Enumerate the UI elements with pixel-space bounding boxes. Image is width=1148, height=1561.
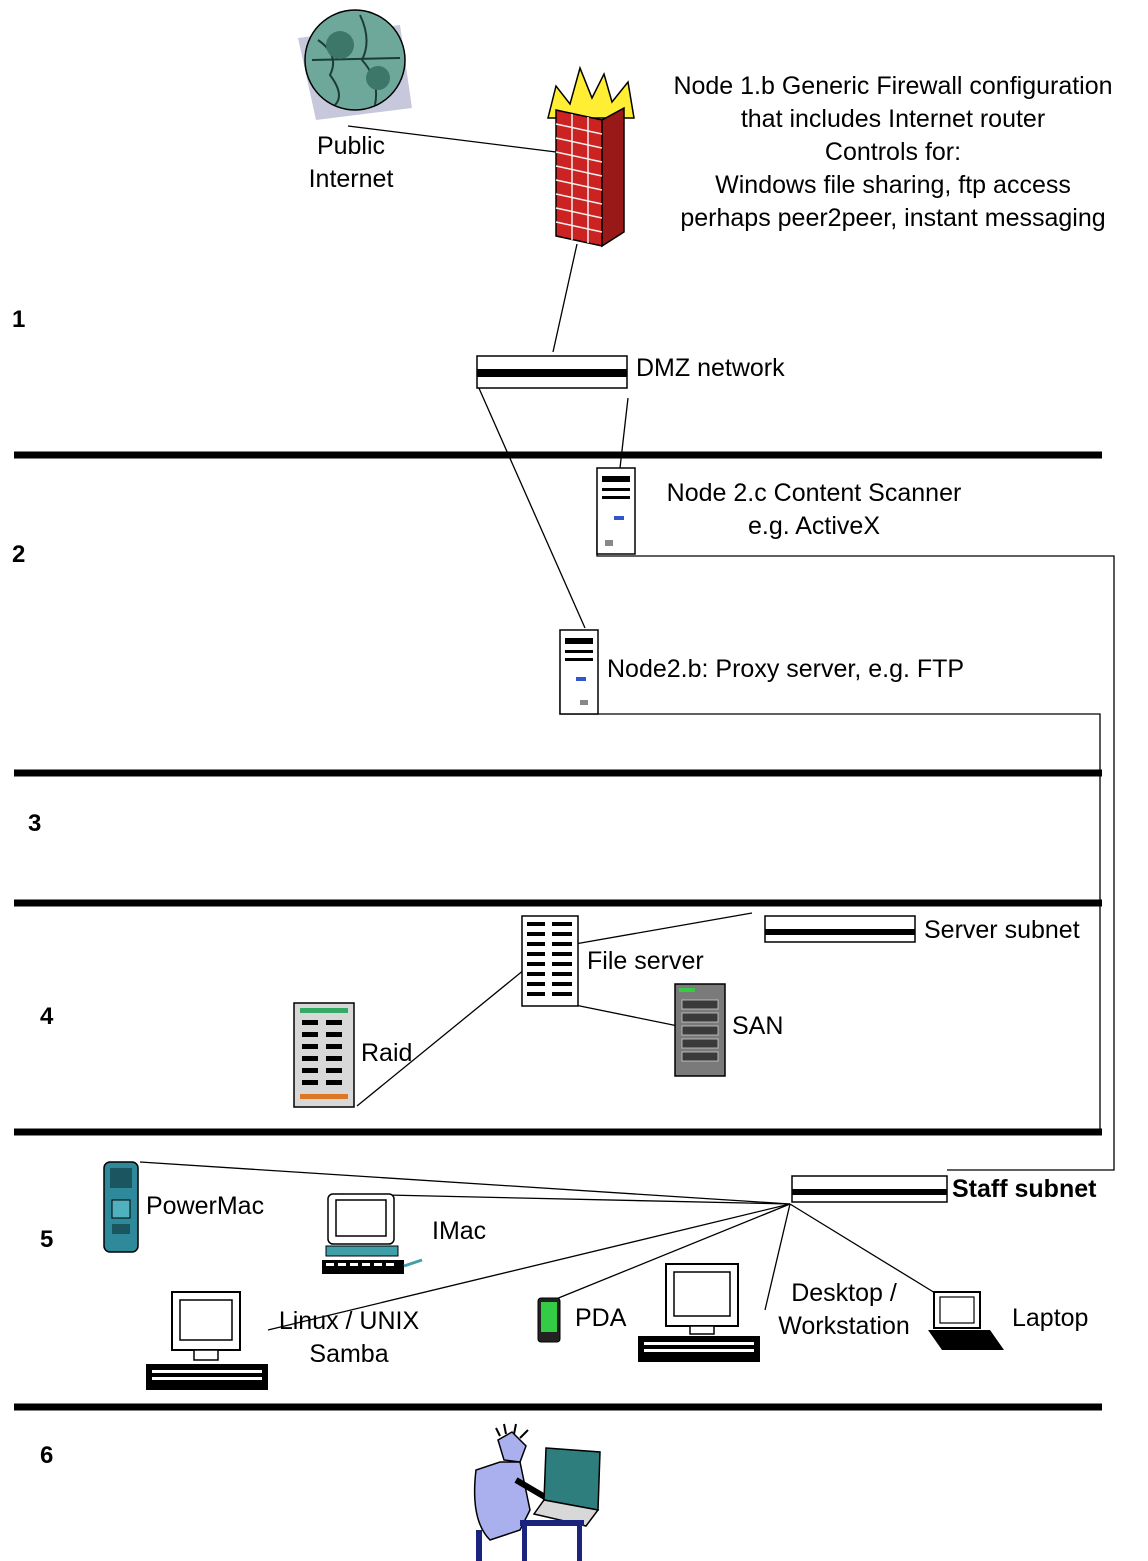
internet-label-line2: Internet (308, 165, 394, 193)
desktop-icon (638, 1263, 760, 1362)
pda-icon (537, 1297, 561, 1343)
zone-separators (14, 451, 1102, 1411)
laptop-label: Laptop (1012, 1304, 1089, 1332)
dmz-network-label: DMZ network (636, 354, 785, 382)
content-scanner-line2: e.g. ActiveX (747, 512, 881, 540)
desktop-label: Desktop / Workstation (764, 1277, 924, 1343)
user-at-computer-icon (473, 1423, 601, 1561)
link-fileserver-raid (356, 964, 531, 1107)
content-scanner-line1: Node 2.c Content Scanner (666, 479, 962, 507)
link-staff-laptop (789, 1203, 941, 1297)
proxy-server-icon (559, 629, 599, 715)
laptop-icon (928, 1291, 1004, 1350)
firewall-line5: perhaps peer2peer, instant messaging (680, 204, 1106, 232)
san-icon (674, 983, 726, 1077)
powermac-label: PowerMac (146, 1192, 265, 1220)
internet-label-line1: Public (316, 132, 386, 160)
zone-number-3: 3 (28, 810, 42, 837)
firewall-line3: Controls for: (824, 138, 962, 166)
desktop-label-line2: Workstation (778, 1312, 910, 1340)
network-bar-staff-subnet (791, 1175, 948, 1203)
link-staff-desktop (764, 1203, 791, 1311)
globe-icon (298, 9, 412, 120)
desktop-label-line1: Desktop / (791, 1279, 897, 1307)
internet-label: Public Internet (295, 130, 407, 196)
content-scanner-server-icon (596, 467, 636, 555)
file-server-icon (521, 915, 579, 1007)
network-bar-server-subnet (764, 915, 916, 943)
link-firewall-dmz (552, 243, 578, 353)
link-staff-linux (267, 1203, 791, 1331)
link-dmz-scanner (619, 397, 629, 469)
firewall-description: Node 1.b Generic Firewall configuration … (642, 70, 1144, 235)
link-staff-powermac (139, 1161, 791, 1205)
link-internet-firewall (347, 125, 557, 153)
proxy-server-label: Node2.b: Proxy server, e.g. FTP (607, 655, 965, 683)
link-staff-imac (339, 1193, 791, 1205)
link-dmz-proxy (477, 385, 586, 629)
firewall-line4: Windows file sharing, ftp access (715, 171, 1071, 199)
link-fileserver-subnet (574, 912, 753, 945)
zone-number-5: 5 (40, 1226, 54, 1253)
linux-label-line2: Samba (309, 1340, 389, 1368)
firewall-icon (547, 65, 635, 248)
powermac-icon (103, 1161, 139, 1253)
imac-label: IMac (432, 1217, 487, 1245)
staff-subnet-label: Staff subnet (952, 1175, 1097, 1203)
content-scanner-label: Node 2.c Content Scanner e.g. ActiveX (644, 477, 984, 543)
zone-number-6: 6 (40, 1442, 54, 1469)
connections (139, 125, 1115, 1331)
raid-label: Raid (361, 1039, 413, 1067)
link-fileserver-san (574, 1004, 679, 1027)
linux-workstation-icon (146, 1291, 268, 1390)
zone-number-4: 4 (40, 1003, 54, 1030)
file-server-label: File server (587, 947, 704, 975)
raid-icon (293, 1002, 355, 1108)
firewall-title: Node 1.b Generic Firewall configuration (673, 72, 1113, 100)
san-label: SAN (732, 1012, 784, 1040)
firewall-line2: that includes Internet router (740, 105, 1046, 133)
zone-number-1: 1 (12, 306, 26, 333)
network-bar-dmz (476, 355, 628, 389)
imac-icon (322, 1193, 423, 1274)
pda-label: PDA (575, 1304, 627, 1332)
link-staff-pda (555, 1203, 791, 1300)
linux-label-line1: Linux / UNIX (278, 1307, 420, 1335)
server-subnet-label: Server subnet (924, 916, 1080, 944)
linux-label: Linux / UNIX Samba (268, 1305, 430, 1371)
zone-number-2: 2 (12, 541, 26, 568)
